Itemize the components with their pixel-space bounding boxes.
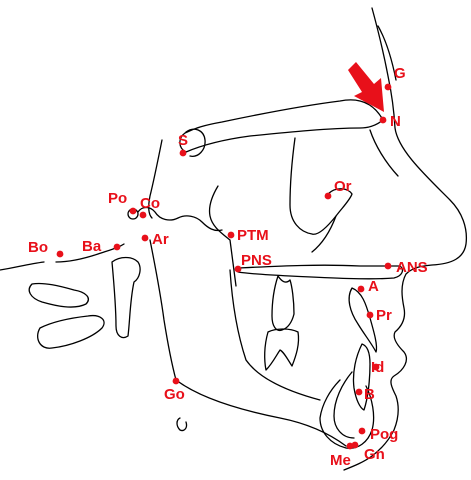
clivus	[148, 139, 163, 219]
landmark-label-co: Co	[140, 195, 160, 212]
landmark-label-a: A	[368, 278, 379, 295]
odontoid-process	[111, 256, 141, 339]
lower-incisor	[352, 343, 371, 411]
landmark-label-id: Id	[371, 359, 384, 376]
occipital-base	[0, 261, 45, 271]
landmark-point-bo	[56, 250, 64, 258]
landmark-point-ba	[113, 243, 121, 251]
landmark-point-ar	[141, 234, 149, 242]
landmark-point-id	[372, 363, 380, 371]
landmark-point-n	[379, 116, 387, 124]
symphysis-inner	[333, 371, 355, 439]
landmark-label-go: Go	[164, 386, 185, 403]
landmark-label-ar: Ar	[152, 231, 169, 248]
orbit-rim	[311, 215, 337, 253]
nasal-process	[369, 129, 399, 177]
landmark-point-po	[129, 207, 137, 215]
landmark-label-pr: Pr	[376, 307, 392, 324]
landmark-point-me	[346, 442, 354, 450]
landmark-point-co	[139, 211, 147, 219]
soft-tissue-profile	[343, 7, 468, 471]
landmark-point-pns	[234, 265, 242, 273]
landmark-label-pns: PNS	[241, 252, 272, 269]
skull-tracing	[0, 7, 468, 471]
landmark-point-ptm	[227, 231, 235, 239]
landmark-label-n: N	[390, 113, 401, 130]
landmark-point-ans	[384, 262, 392, 270]
hard-palate	[237, 264, 404, 280]
cranial-outline	[377, 25, 397, 81]
landmark-point-or	[324, 192, 332, 200]
hyoid	[176, 417, 188, 432]
landmark-label-b: B	[364, 386, 375, 403]
symphysis-outline	[319, 379, 375, 449]
upper-molar	[271, 275, 295, 332]
sella-turcica	[185, 128, 206, 157]
condyle	[137, 206, 223, 232]
landmark-label-gn: Gn	[364, 446, 385, 463]
pterygoid-plate	[208, 185, 237, 287]
landmark-label-g: G	[394, 65, 406, 82]
landmark-label-ptm: PTM	[237, 227, 269, 244]
vertebra-c2	[37, 314, 105, 349]
landmark-point-pog	[358, 427, 366, 435]
upper-incisor	[348, 287, 378, 353]
landmark-point-s	[179, 149, 187, 157]
landmark-point-g	[384, 83, 392, 91]
mandible-inner-border	[229, 269, 321, 401]
landmark-point-a	[357, 285, 365, 293]
landmark-label-me: Me	[330, 452, 351, 469]
lower-molar	[264, 328, 300, 371]
orbit	[289, 137, 353, 235]
vertebra-c1	[28, 282, 89, 308]
nasal-bone	[179, 99, 384, 153]
landmark-label-bo: Bo	[28, 239, 48, 256]
landmark-label-or: Or	[334, 178, 352, 195]
landmark-point-b	[355, 388, 363, 396]
landmark-point-go	[172, 377, 180, 385]
mandibular-ramus	[149, 239, 177, 381]
landmark-label-ans: ANS	[396, 259, 428, 276]
mandible-lower-border	[175, 379, 347, 447]
anterior-cranial-base	[185, 119, 384, 153]
landmark-point-pr	[366, 311, 374, 319]
landmark-label-pog: Pog	[370, 426, 398, 443]
landmark-label-ba: Ba	[82, 238, 102, 255]
landmark-label-po: Po	[108, 190, 127, 207]
pointer-arrow-icon	[348, 62, 384, 112]
landmark-label-s: S	[178, 132, 188, 149]
